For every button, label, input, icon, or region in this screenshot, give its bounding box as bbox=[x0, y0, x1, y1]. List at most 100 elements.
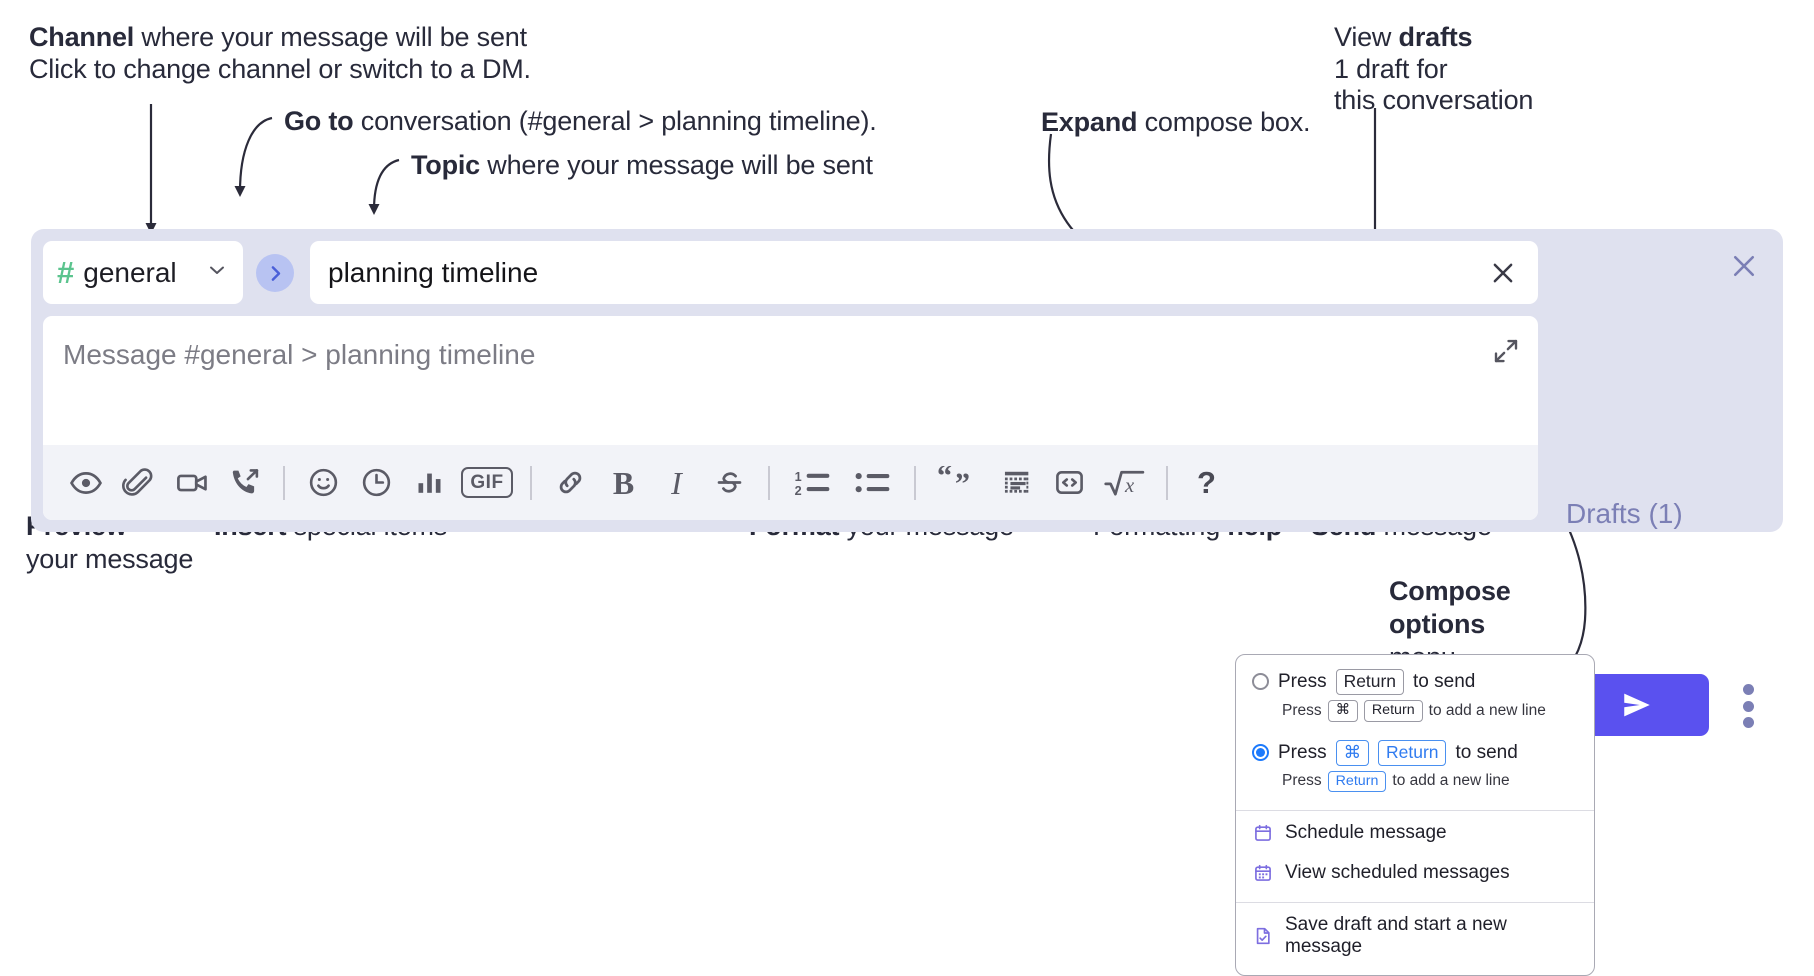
svg-text:”: ” bbox=[955, 467, 970, 500]
emoji-icon-button[interactable] bbox=[297, 456, 350, 509]
clock-icon-button[interactable] bbox=[350, 456, 403, 509]
toolbar-separator-5 bbox=[1166, 465, 1168, 500]
goto-conversation-button[interactable] bbox=[256, 254, 294, 292]
audio-call-icon-button[interactable] bbox=[218, 456, 271, 509]
menu-bottom-padding bbox=[1236, 967, 1594, 975]
menu-item-save-draft[interactable]: Save draft and start a new message bbox=[1236, 903, 1594, 967]
channel-name: general bbox=[83, 256, 177, 288]
menu-divider-2 bbox=[1236, 902, 1594, 904]
radio-cmd-return-to-send[interactable] bbox=[1252, 744, 1269, 762]
inline-code-icon-button[interactable] bbox=[1043, 456, 1096, 509]
link-icon-button[interactable] bbox=[544, 456, 597, 509]
formatting-toolbar: GIF B I bbox=[43, 445, 1538, 520]
compose-inner: # general planning timeline M bbox=[43, 241, 1538, 520]
poll-icon-button[interactable] bbox=[403, 456, 456, 509]
annotation-channel-sub: Click to change channel or switch to a D… bbox=[29, 54, 531, 84]
blockquote-icon-button[interactable]: “ ” bbox=[928, 456, 990, 509]
annotation-channel-rest: where your message will be sent bbox=[134, 22, 527, 52]
blockquote-icon: “ ” bbox=[937, 466, 970, 500]
annotation-topic: Topic where your message will be sent bbox=[411, 150, 873, 182]
paperclip-icon bbox=[122, 468, 153, 496]
menu-item-label: Save draft and start a new message bbox=[1285, 914, 1507, 958]
menu-item-view-scheduled-messages[interactable]: View scheduled messages bbox=[1236, 853, 1594, 893]
overflow-dot-2 bbox=[1742, 700, 1754, 712]
option-press-return-to-send[interactable]: Press Return to send bbox=[1236, 667, 1594, 697]
toolbar-separator-2 bbox=[530, 465, 532, 500]
strikethrough-icon-button[interactable] bbox=[703, 456, 756, 509]
menu-item-label: Schedule message bbox=[1285, 822, 1447, 844]
annotation-preview-line2: your message bbox=[26, 544, 194, 574]
annotation-expand-rest: compose box. bbox=[1137, 107, 1311, 137]
overflow-dot-1 bbox=[1742, 684, 1754, 695]
toolbar-separator-4 bbox=[914, 465, 916, 500]
math-icon-button[interactable]: x bbox=[1096, 456, 1154, 509]
close-icon bbox=[1733, 255, 1755, 277]
ordered-list-icon-button[interactable]: 1 2 bbox=[782, 456, 842, 509]
drafts-link[interactable]: Drafts (1) bbox=[1566, 498, 1683, 529]
bold-icon-button[interactable]: B bbox=[597, 456, 650, 509]
phone-forward-icon bbox=[232, 469, 259, 494]
code-block-icon bbox=[1004, 471, 1029, 493]
strikethrough-icon bbox=[717, 472, 742, 493]
compose-options-menu: Press Return to send Press ⌘ Return to a… bbox=[1235, 654, 1595, 976]
kbd-return: Return bbox=[1335, 669, 1405, 695]
expand-icon bbox=[1494, 339, 1518, 363]
option1-pre: Press bbox=[1278, 670, 1327, 692]
bulleted-list-icon bbox=[855, 473, 890, 493]
overflow-dot-3 bbox=[1742, 717, 1754, 728]
expand-compose-button[interactable] bbox=[1488, 333, 1524, 369]
bulleted-list-icon-button[interactable] bbox=[842, 456, 902, 509]
annotation-expand-bold: Expand bbox=[1041, 107, 1138, 137]
attachment-icon-button[interactable] bbox=[112, 456, 165, 509]
menu-item-label: View scheduled messages bbox=[1285, 862, 1510, 884]
option1-sub-pre: Press bbox=[1282, 701, 1322, 719]
annotation-expand: Expand compose box. bbox=[1041, 107, 1311, 139]
annotation-compose-options-bold2: options bbox=[1389, 609, 1486, 639]
send-icon bbox=[1623, 693, 1650, 717]
video-icon-button[interactable] bbox=[165, 456, 218, 509]
option2-pre: Press bbox=[1278, 741, 1327, 763]
channel-picker[interactable]: # general bbox=[43, 241, 243, 304]
radio-return-to-send[interactable] bbox=[1252, 673, 1269, 691]
hash-icon: # bbox=[57, 255, 75, 290]
preview-icon-button[interactable] bbox=[59, 456, 112, 509]
compose-options-button[interactable] bbox=[1736, 684, 1760, 728]
topic-value: planning timeline bbox=[328, 256, 539, 288]
bold-icon: B bbox=[612, 464, 635, 501]
option-press-cmd-return-to-send[interactable]: Press ⌘ Return to send bbox=[1236, 738, 1594, 768]
compose-header-row: # general planning timeline bbox=[43, 241, 1538, 304]
message-placeholder: Message #general > planning timeline bbox=[63, 339, 536, 370]
code-block-icon-button[interactable] bbox=[990, 456, 1043, 509]
clear-topic-button[interactable] bbox=[1486, 256, 1520, 290]
topic-field[interactable]: planning timeline bbox=[310, 241, 1538, 304]
save-draft-icon bbox=[1252, 926, 1273, 947]
kbd-return-3: Return bbox=[1378, 739, 1447, 766]
clock-icon bbox=[362, 468, 391, 497]
bar-chart-icon bbox=[418, 473, 441, 493]
italic-icon: I bbox=[671, 464, 682, 501]
option2-post: to send bbox=[1455, 741, 1518, 763]
menu-divider-1 bbox=[1236, 810, 1594, 812]
help-icon-button[interactable]: ? bbox=[1180, 456, 1233, 509]
kbd-command: ⌘ bbox=[1327, 699, 1358, 722]
kbd-return-4: Return bbox=[1327, 770, 1387, 793]
italic-icon-button[interactable]: I bbox=[650, 456, 703, 509]
annotation-drafts-sub1: 1 draft for bbox=[1334, 54, 1448, 84]
gif-icon: GIF bbox=[461, 466, 513, 499]
eye-icon bbox=[69, 471, 102, 494]
gif-icon-button[interactable]: GIF bbox=[456, 456, 518, 509]
annotation-compose-options-bold1: Compose bbox=[1389, 576, 1511, 606]
svg-text:“: “ bbox=[937, 466, 952, 492]
message-input-area[interactable]: Message #general > planning timeline bbox=[43, 316, 1538, 520]
option2-sub-post: to add a new line bbox=[1392, 772, 1510, 790]
annotation-compose-options-2: options bbox=[1389, 609, 1485, 641]
chevron-down-icon bbox=[205, 258, 229, 287]
annotation-drafts-bold: drafts bbox=[1398, 22, 1473, 52]
menu-item-schedule-message[interactable]: Schedule message bbox=[1236, 811, 1594, 853]
option1-sub-post: to add a new line bbox=[1428, 701, 1546, 719]
emoji-icon bbox=[309, 468, 338, 497]
annotation-goto-rest: conversation (#general > planning timeli… bbox=[353, 106, 877, 136]
close-compose-button[interactable] bbox=[1724, 246, 1764, 286]
annotation-goto: Go to conversation (#general > planning … bbox=[284, 106, 877, 138]
svg-text:x: x bbox=[1124, 475, 1134, 497]
